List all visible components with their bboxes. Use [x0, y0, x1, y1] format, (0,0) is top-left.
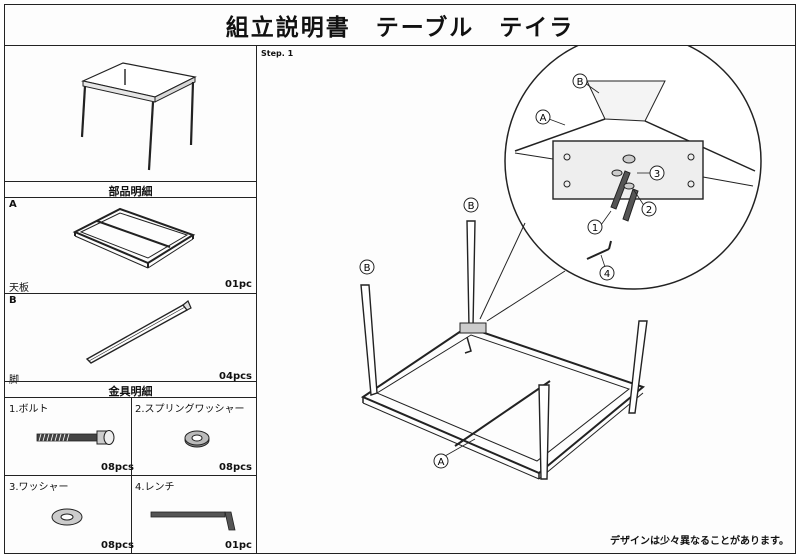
hardware-spring-washer-qty: 08pcs	[219, 462, 252, 473]
part-a-letter: A	[9, 199, 17, 210]
part-b-letter: B	[9, 295, 17, 306]
leg-illustration	[85, 300, 192, 364]
hardware-header: 金具明細	[108, 385, 153, 398]
svg-text:B: B	[468, 201, 475, 212]
part-b-qty: 04pcs	[219, 371, 252, 382]
svg-text:4: 4	[604, 269, 610, 280]
parts-column: 部品明細 A 天板 01pc B 脚 04pcs 金具明細	[5, 45, 257, 553]
hardware-spring-washer-name: 2.スプリングワッシャー	[135, 404, 245, 415]
part-a-name: 天板	[9, 283, 29, 294]
step-label: Step. 1	[261, 49, 294, 58]
svg-text:1: 1	[592, 223, 598, 234]
svg-text:B: B	[364, 263, 371, 274]
svg-text:A: A	[540, 113, 547, 124]
hardware-washer-name: 3.ワッシャー	[9, 482, 69, 493]
hardware-bolt-qty: 08pcs	[101, 462, 134, 473]
callout-4: 4	[599, 265, 615, 281]
part-b-name: 脚	[9, 375, 19, 386]
divider	[5, 475, 256, 476]
spring-washer-illustration	[184, 430, 210, 448]
callout-b-left: B	[359, 259, 375, 275]
callout-a-top: A	[535, 109, 551, 125]
callout-a-bottom: A	[433, 453, 449, 469]
divider	[5, 381, 256, 382]
hardware-washer-qty: 08pcs	[101, 540, 134, 551]
divider	[5, 397, 256, 398]
bolt-illustration	[36, 430, 115, 445]
part-a-qty: 01pc	[224, 279, 252, 290]
callout-b-top: B	[572, 73, 588, 89]
table-overview-illustration	[80, 62, 197, 171]
hardware-bolt-name: 1.ボルト	[9, 404, 49, 415]
washer-illustration	[51, 508, 83, 526]
page-title: 組立説明書 テーブル テイラ	[225, 15, 575, 41]
callout-1: 1	[587, 219, 603, 235]
assembly-diagram: B A 3 2 1 4 B B	[359, 46, 762, 480]
hardware-wrench-name: 4.レンチ	[135, 482, 175, 493]
callout-b-mid: B	[463, 197, 479, 213]
parts-header: 部品明細	[108, 185, 153, 198]
callout-2: 2	[641, 201, 657, 217]
wrench-illustration	[150, 511, 236, 531]
divider	[5, 197, 256, 198]
divider	[5, 293, 256, 294]
svg-text:A: A	[438, 457, 445, 468]
svg-text:2: 2	[646, 205, 652, 216]
instruction-sheet: 組立説明書 テーブル テイラ 部品明細 A 天板 01pc	[4, 4, 796, 554]
tabletop-frame-illustration	[72, 207, 196, 269]
title-bar: 組立説明書 テーブル テイラ	[5, 5, 795, 46]
svg-text:B: B	[577, 77, 584, 88]
design-note: デザインは少々異なることがあります。	[610, 536, 789, 547]
callout-3: 3	[649, 165, 665, 181]
divider	[5, 181, 256, 182]
svg-text:3: 3	[654, 169, 660, 180]
hardware-wrench-qty: 01pc	[224, 540, 252, 551]
